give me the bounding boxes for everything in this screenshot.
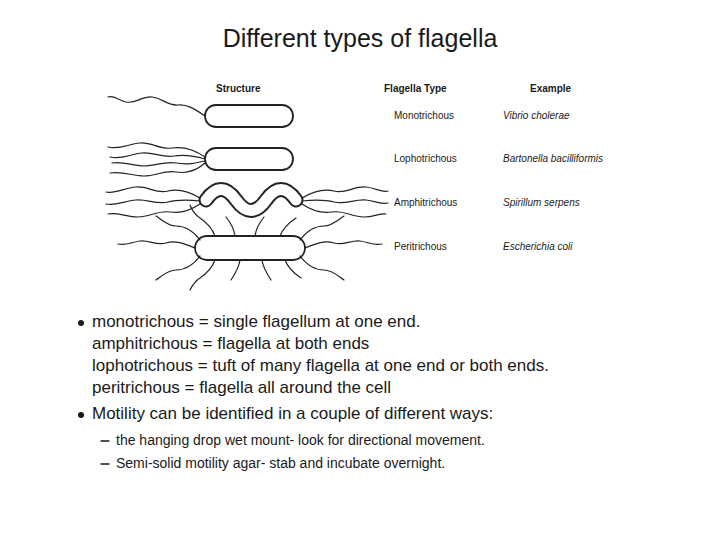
peritrichous-flagella	[118, 205, 382, 290]
bullet-text: Motility can be identified in a couple o…	[92, 404, 493, 424]
sub-bullet-dash	[101, 440, 109, 441]
sub-bullet-text: Semi-solid motility agar- stab and incub…	[116, 455, 445, 472]
example-species: Bartonella bacilliformis	[503, 153, 603, 165]
bullet-text: peritrichous = flagella all around the c…	[92, 378, 391, 398]
bullet-text: lophotrichous = tuft of many flagella at…	[92, 356, 549, 376]
example-species: Spirillum serpens	[503, 197, 580, 209]
flagellum	[108, 97, 205, 116]
flagella-tuft	[108, 143, 205, 176]
column-header: Structure	[216, 83, 260, 95]
example-species: Vibrio cholerae	[503, 110, 570, 122]
flagella-type: Monotrichous	[394, 110, 454, 122]
sub-bullet-text: the hanging drop wet mount- look for dir…	[116, 432, 485, 449]
bullet-dot	[78, 412, 84, 418]
bullet-dot	[78, 320, 84, 326]
rod-cell	[205, 105, 293, 127]
spiral-cell	[206, 190, 296, 211]
sub-bullet-dash	[101, 463, 109, 464]
slide-title: Different types of flagella	[0, 24, 720, 53]
bullet-text: amphitrichous = flagella at both ends	[92, 334, 369, 354]
flagella-type: Amphitrichous	[394, 197, 457, 209]
flagella-type: Peritrichous	[394, 241, 447, 253]
rod-cell	[205, 148, 293, 170]
column-header: Example	[530, 83, 571, 95]
column-header: Flagella Type	[384, 83, 447, 95]
bullet-text: monotrichous = single flagellum at one e…	[92, 312, 420, 332]
rod-cell	[195, 236, 305, 260]
flagella-tuft	[106, 187, 388, 217]
example-species: Escherichia coli	[503, 241, 572, 253]
flagella-type: Lophotrichous	[394, 153, 457, 165]
